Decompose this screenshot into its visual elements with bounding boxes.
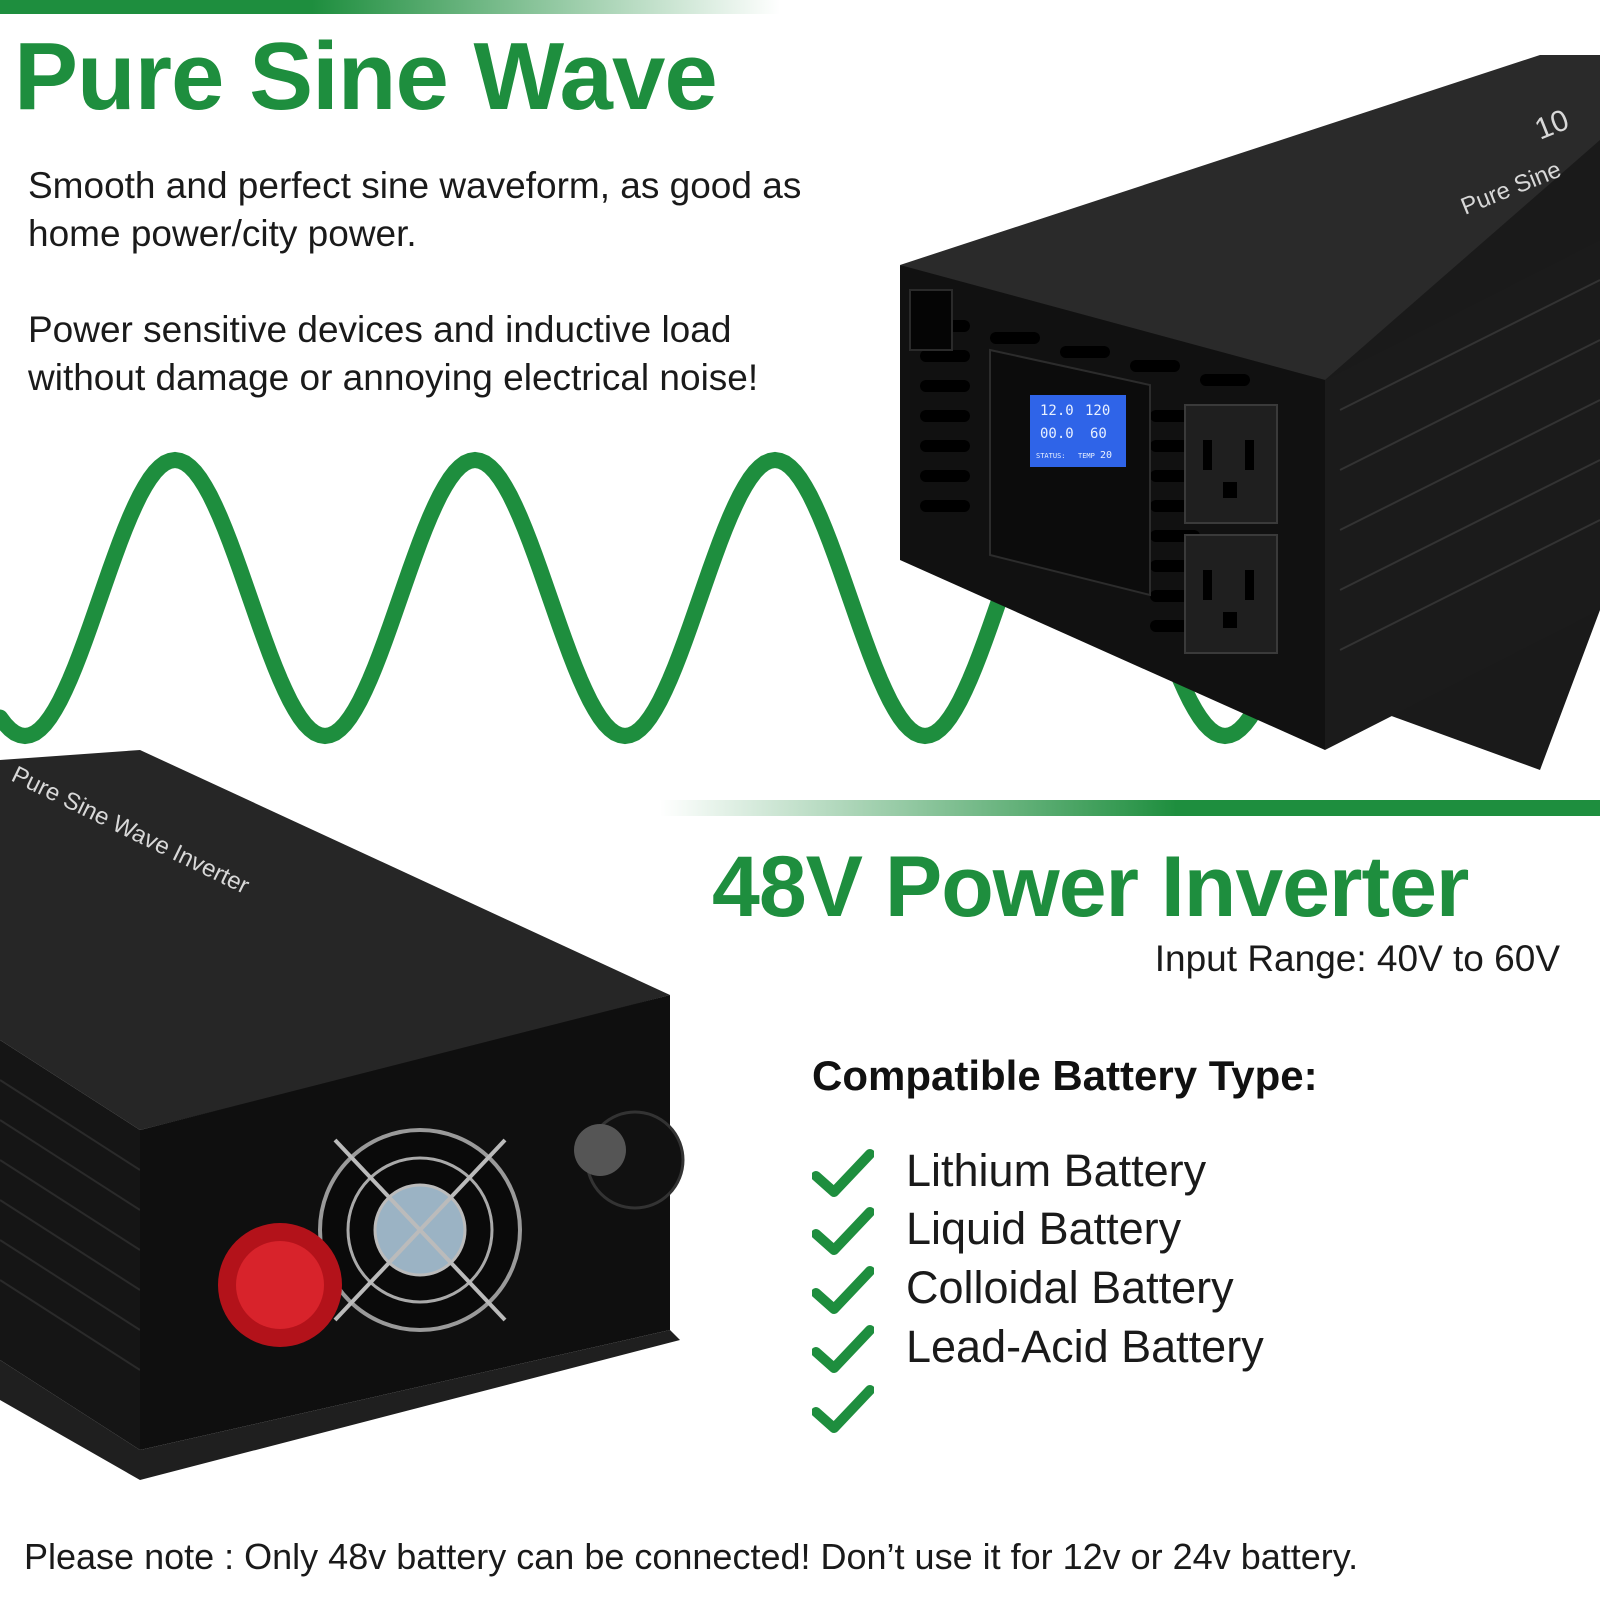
- battery-item-colloidal: Colloidal Battery: [906, 1262, 1234, 1313]
- checkmark-icon: [812, 1149, 874, 1197]
- checkmark-icon: [812, 1207, 874, 1255]
- battery-item-liquid: Liquid Battery: [906, 1203, 1182, 1254]
- product-title: 48V Power Inverter: [712, 839, 1469, 935]
- battery-item-lead-acid: Lead-Acid Battery: [906, 1321, 1264, 1372]
- intro-paragraph-2: Power sensitive devices and inductive lo…: [28, 309, 759, 398]
- top-accent-bar: [0, 0, 780, 14]
- footer-note: Please note : Only 48v battery can be co…: [24, 1536, 1359, 1577]
- lcd-in-value: 12.0: [1040, 403, 1074, 419]
- checkmark-icon: [812, 1325, 874, 1373]
- lcd-status-label: STATUS:: [1036, 452, 1066, 460]
- checkmark-icon: [812, 1266, 874, 1314]
- lcd-out-voltage: 120: [1085, 403, 1110, 419]
- inverter-front-photo: 12.0 00.0 120 60 STATUS: TEMP 20 Pure Si…: [900, 55, 1600, 770]
- page-title: Pure Sine Wave: [14, 23, 718, 130]
- lcd-out-current: 00.0: [1040, 426, 1074, 442]
- lcd-frequency: 60: [1090, 426, 1107, 442]
- input-range-text: Input Range: 40V to 60V: [1154, 938, 1560, 979]
- lcd-temp-label: TEMP: [1078, 452, 1095, 460]
- inverter-rear-photo: Pure Sine Wave Inverter: [0, 750, 685, 1480]
- middle-accent-bar: [660, 800, 1600, 816]
- checkmark-icon: [812, 1385, 874, 1433]
- lcd-temp-value: 20: [1100, 450, 1112, 461]
- intro-paragraph-1: Smooth and perfect sine waveform, as goo…: [28, 165, 802, 254]
- compatible-battery-heading: Compatible Battery Type:: [812, 1052, 1318, 1099]
- battery-item-lithium: Lithium Battery: [906, 1145, 1207, 1196]
